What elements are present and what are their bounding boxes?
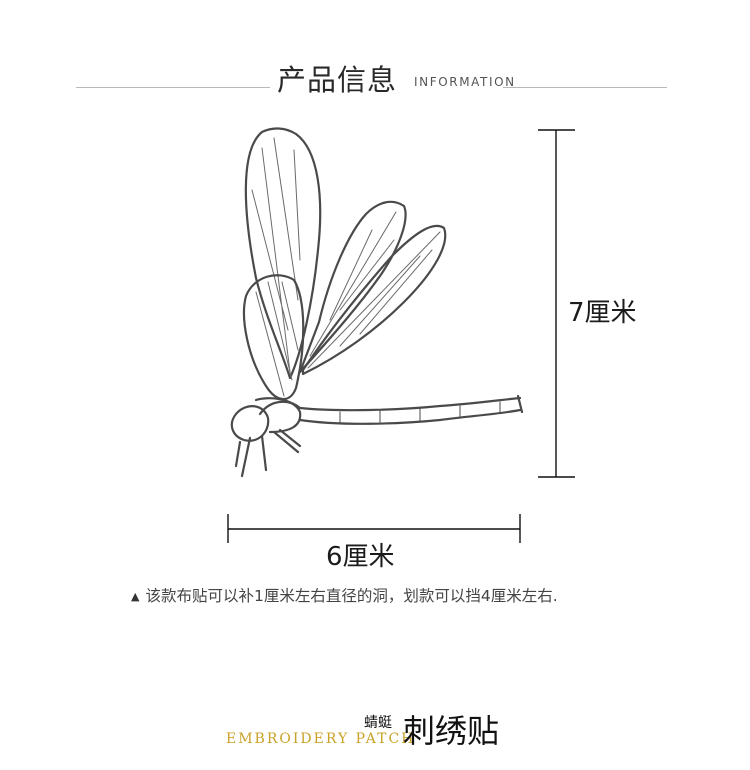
width-label: 6厘米 [326,542,395,572]
footer-name-small: 蜻蜓 [364,715,392,731]
size-note: ▲ 该款布贴可以补1厘米左右直径的洞，划款可以挡4厘米左右. [131,584,558,606]
height-label: 7厘米 [568,298,637,328]
triangle-marker-icon: ▲ [131,590,140,603]
section-title: 产品信息 [277,63,398,97]
header-rule-right [503,87,667,88]
header-rule-left [76,87,270,88]
height-dimension-line [538,129,575,478]
section-subtitle: INFORMATION [414,75,516,89]
footer-name-big: 刺绣贴 [403,712,500,750]
footer-english-label: EMBROIDERY PATCH [226,731,416,747]
width-dimension-line [227,514,521,543]
size-note-text: 该款布贴可以补1厘米左右直径的洞，划款可以挡4厘米左右. [145,587,558,605]
dragonfly-embroidery-patch-icon [230,127,524,478]
